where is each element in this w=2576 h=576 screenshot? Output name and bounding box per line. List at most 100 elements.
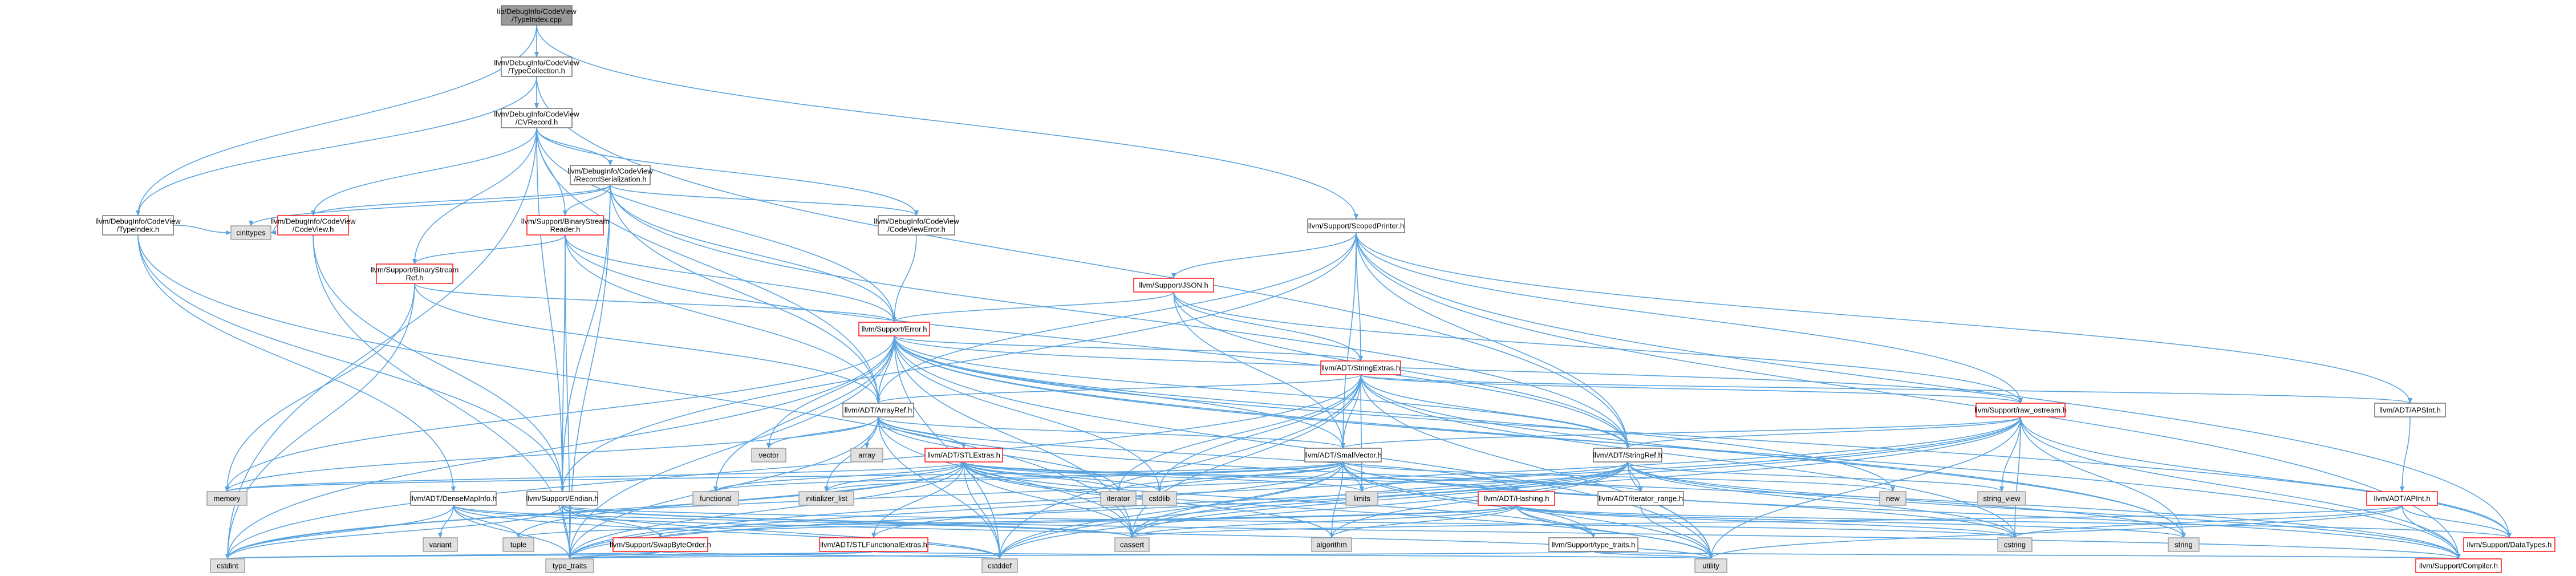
node-cinttypes[interactable]: cinttypes [230, 225, 271, 240]
node-iterator_range[interactable]: llvm/ADT/iterator_range.h [1597, 491, 1684, 506]
node-vector[interactable]: vector [751, 448, 786, 463]
edge-densemapinfo-to-variant [438, 505, 454, 538]
node-box-raw_ostream [1975, 403, 2066, 417]
edge-binarystreamreader-to-arrayref [565, 234, 881, 404]
edge-smallvector-to-algorithm [1329, 461, 1344, 538]
node-memory[interactable]: memory [206, 491, 248, 506]
edge-densemapinfo-to-cstdint [225, 505, 454, 559]
node-initializer_list[interactable]: initializer_list [798, 491, 854, 506]
node-label-array-0: array [858, 451, 875, 459]
edge-stlextras-to-tuple [516, 461, 964, 538]
edge-stringref-to-limits [1360, 461, 1628, 492]
node-codeview_h[interactable]: llvm/DebugInfo/CodeView/CodeView.h [270, 215, 356, 236]
node-box-iterator [1100, 491, 1137, 506]
edge-codeview_h-to-cinttypes [270, 225, 278, 235]
node-label-datatypes-0: llvm/Support/DataTypes.h [2467, 540, 2552, 549]
node-box-array [850, 448, 883, 463]
node-densemapinfo[interactable]: llvm/ADT/DenseMapInfo.h [410, 491, 497, 506]
edge-typecollection-to-typeindex_h [136, 76, 537, 216]
node-box-error [858, 322, 930, 336]
node-raw_ostream[interactable]: llvm/Support/raw_ostream.h [1974, 403, 2067, 417]
node-label-stringref-0: llvm/ADT/StringRef.h [1593, 451, 1662, 459]
node-label-recordserialization-0: llvm/DebugInfo/CodeView [567, 167, 653, 175]
node-cstddef[interactable]: cstddef [981, 558, 1018, 573]
edge-stlfunctionalextras-to-cstdint [226, 551, 874, 559]
node-variant[interactable]: variant [423, 537, 458, 552]
node-cassert[interactable]: cassert [1114, 537, 1150, 552]
node-stlextras[interactable]: llvm/ADT/STLExtras.h [924, 448, 1003, 463]
node-string[interactable]: string [2168, 537, 2200, 552]
node-iterator[interactable]: iterator [1100, 491, 1137, 506]
node-datatypes[interactable]: llvm/Support/DataTypes.h [2463, 537, 2555, 552]
node-scopedprinter[interactable]: llvm/Support/ScopedPrinter.h [1307, 218, 1405, 233]
edge-stringextras-to-apsint [1360, 374, 2412, 404]
node-array[interactable]: array [850, 448, 883, 463]
edge-stringref-to-cstddef [997, 461, 1628, 559]
node-apint[interactable]: llvm/ADT/APInt.h [2366, 491, 2438, 506]
edge-error-to-compiler [894, 335, 2461, 559]
edge-endian-to-cstring [562, 505, 2017, 538]
node-label-binarystreamref-1: Ref.h [405, 273, 423, 282]
edge-densemapinfo-to-cstddef [453, 505, 1002, 559]
edge-smallvector-to-initializer_list [824, 461, 1344, 492]
node-apsint[interactable]: llvm/ADT/APSInt.h [2374, 403, 2446, 417]
edge-codeviewerror-to-error [892, 234, 917, 323]
node-box-limits [1345, 491, 1378, 506]
node-label-type_traits-0: type_traits [553, 561, 587, 570]
node-stringextras[interactable]: llvm/ADT/StringExtras.h [1320, 360, 1401, 375]
node-codeviewerror[interactable]: llvm/DebugInfo/CodeView/CodeViewError.h [874, 215, 959, 236]
node-cstdlib[interactable]: cstdlib [1142, 491, 1177, 506]
node-cstdint[interactable]: cstdint [210, 558, 245, 573]
node-limits[interactable]: limits [1345, 491, 1378, 506]
node-json[interactable]: llvm/Support/JSON.h [1133, 278, 1214, 293]
node-typeindex_h[interactable]: llvm/DebugInfo/CodeView/TypeIndex.h [95, 215, 181, 236]
node-stringref[interactable]: llvm/ADT/StringRef.h [1593, 448, 1662, 463]
node-arrayref[interactable]: llvm/ADT/ArrayRef.h [842, 403, 914, 417]
node-label-recordserialization-1: /RecordSerialization.h [574, 175, 646, 183]
node-typecollection[interactable]: llvm/DebugInfo/CodeView/TypeCollection.h [494, 56, 579, 77]
node-hashing[interactable]: llvm/ADT/Hashing.h [1478, 491, 1555, 506]
node-cstring[interactable]: cstring [1997, 537, 2033, 552]
edge-arrayref-to-compiler [878, 416, 2461, 559]
node-box-codeview_h [277, 215, 349, 236]
edge-codeview_h-to-endian [313, 234, 565, 492]
node-endian[interactable]: llvm/Support/Endian.h [526, 491, 599, 506]
node-stlfunctionalextras[interactable]: llvm/ADT/STLFunctionalExtras.h [819, 537, 928, 552]
node-cvrecord[interactable]: llvm/DebugInfo/CodeView/CVRecord.h [494, 108, 579, 128]
edge-hashing-to-string [1516, 505, 2186, 538]
edge-typeindex_h-to-cassert [137, 234, 1134, 538]
edge-cvrecord-to-error [536, 127, 896, 323]
edge-raw_ostream-to-cstring [2013, 416, 2021, 538]
node-box-cstdint [210, 558, 245, 573]
node-compiler[interactable]: llvm/Support/Compiler.h [2415, 558, 2502, 573]
node-label-codeview_h-1: /CodeView.h [293, 225, 334, 233]
node-new[interactable]: new [1879, 491, 1906, 506]
edge-apint-to-compiler [2401, 505, 2461, 559]
node-box-memory [206, 491, 248, 506]
node-tuple[interactable]: tuple [502, 537, 534, 552]
edge-recordserialization-to-stringref [610, 184, 1630, 449]
edge-root-to-typeindex_h [136, 25, 537, 216]
node-type_traits[interactable]: type_traits [545, 558, 594, 573]
node-root[interactable]: lib/DebugInfo/CodeView/TypeIndex.cpp [497, 5, 577, 26]
node-algorithm[interactable]: algorithm [1311, 537, 1352, 552]
node-label-new-0: new [1886, 494, 1900, 502]
edge-smallvector-to-new [1342, 461, 1895, 492]
node-recordserialization[interactable]: llvm/DebugInfo/CodeView/RecordSerializat… [567, 165, 653, 185]
node-string_view[interactable]: string_view [1977, 491, 2026, 506]
node-type_traits_h[interactable]: llvm/Support/type_traits.h [1548, 537, 1638, 552]
nodes-layer: lib/DebugInfo/CodeView/TypeIndex.cpp llvm… [95, 5, 2555, 573]
edge-binarystreamreader-to-error [565, 234, 896, 323]
node-box-binarystreamref [376, 263, 453, 284]
node-functional[interactable]: functional [692, 491, 739, 506]
node-smallvector[interactable]: llvm/ADT/SmallVector.h [1304, 448, 1382, 463]
edge-stlextras-to-cassert [963, 461, 1134, 538]
node-box-cstdlib [1142, 491, 1177, 506]
edge-binarystreamref-to-arrayref [414, 283, 881, 404]
edge-stringextras-to-cassert [1130, 374, 1361, 538]
node-utility[interactable]: utility [1694, 558, 1727, 573]
node-error[interactable]: llvm/Support/Error.h [858, 322, 930, 336]
node-swapbyteorder[interactable]: llvm/Support/SwapByteOrder.h [610, 537, 711, 552]
